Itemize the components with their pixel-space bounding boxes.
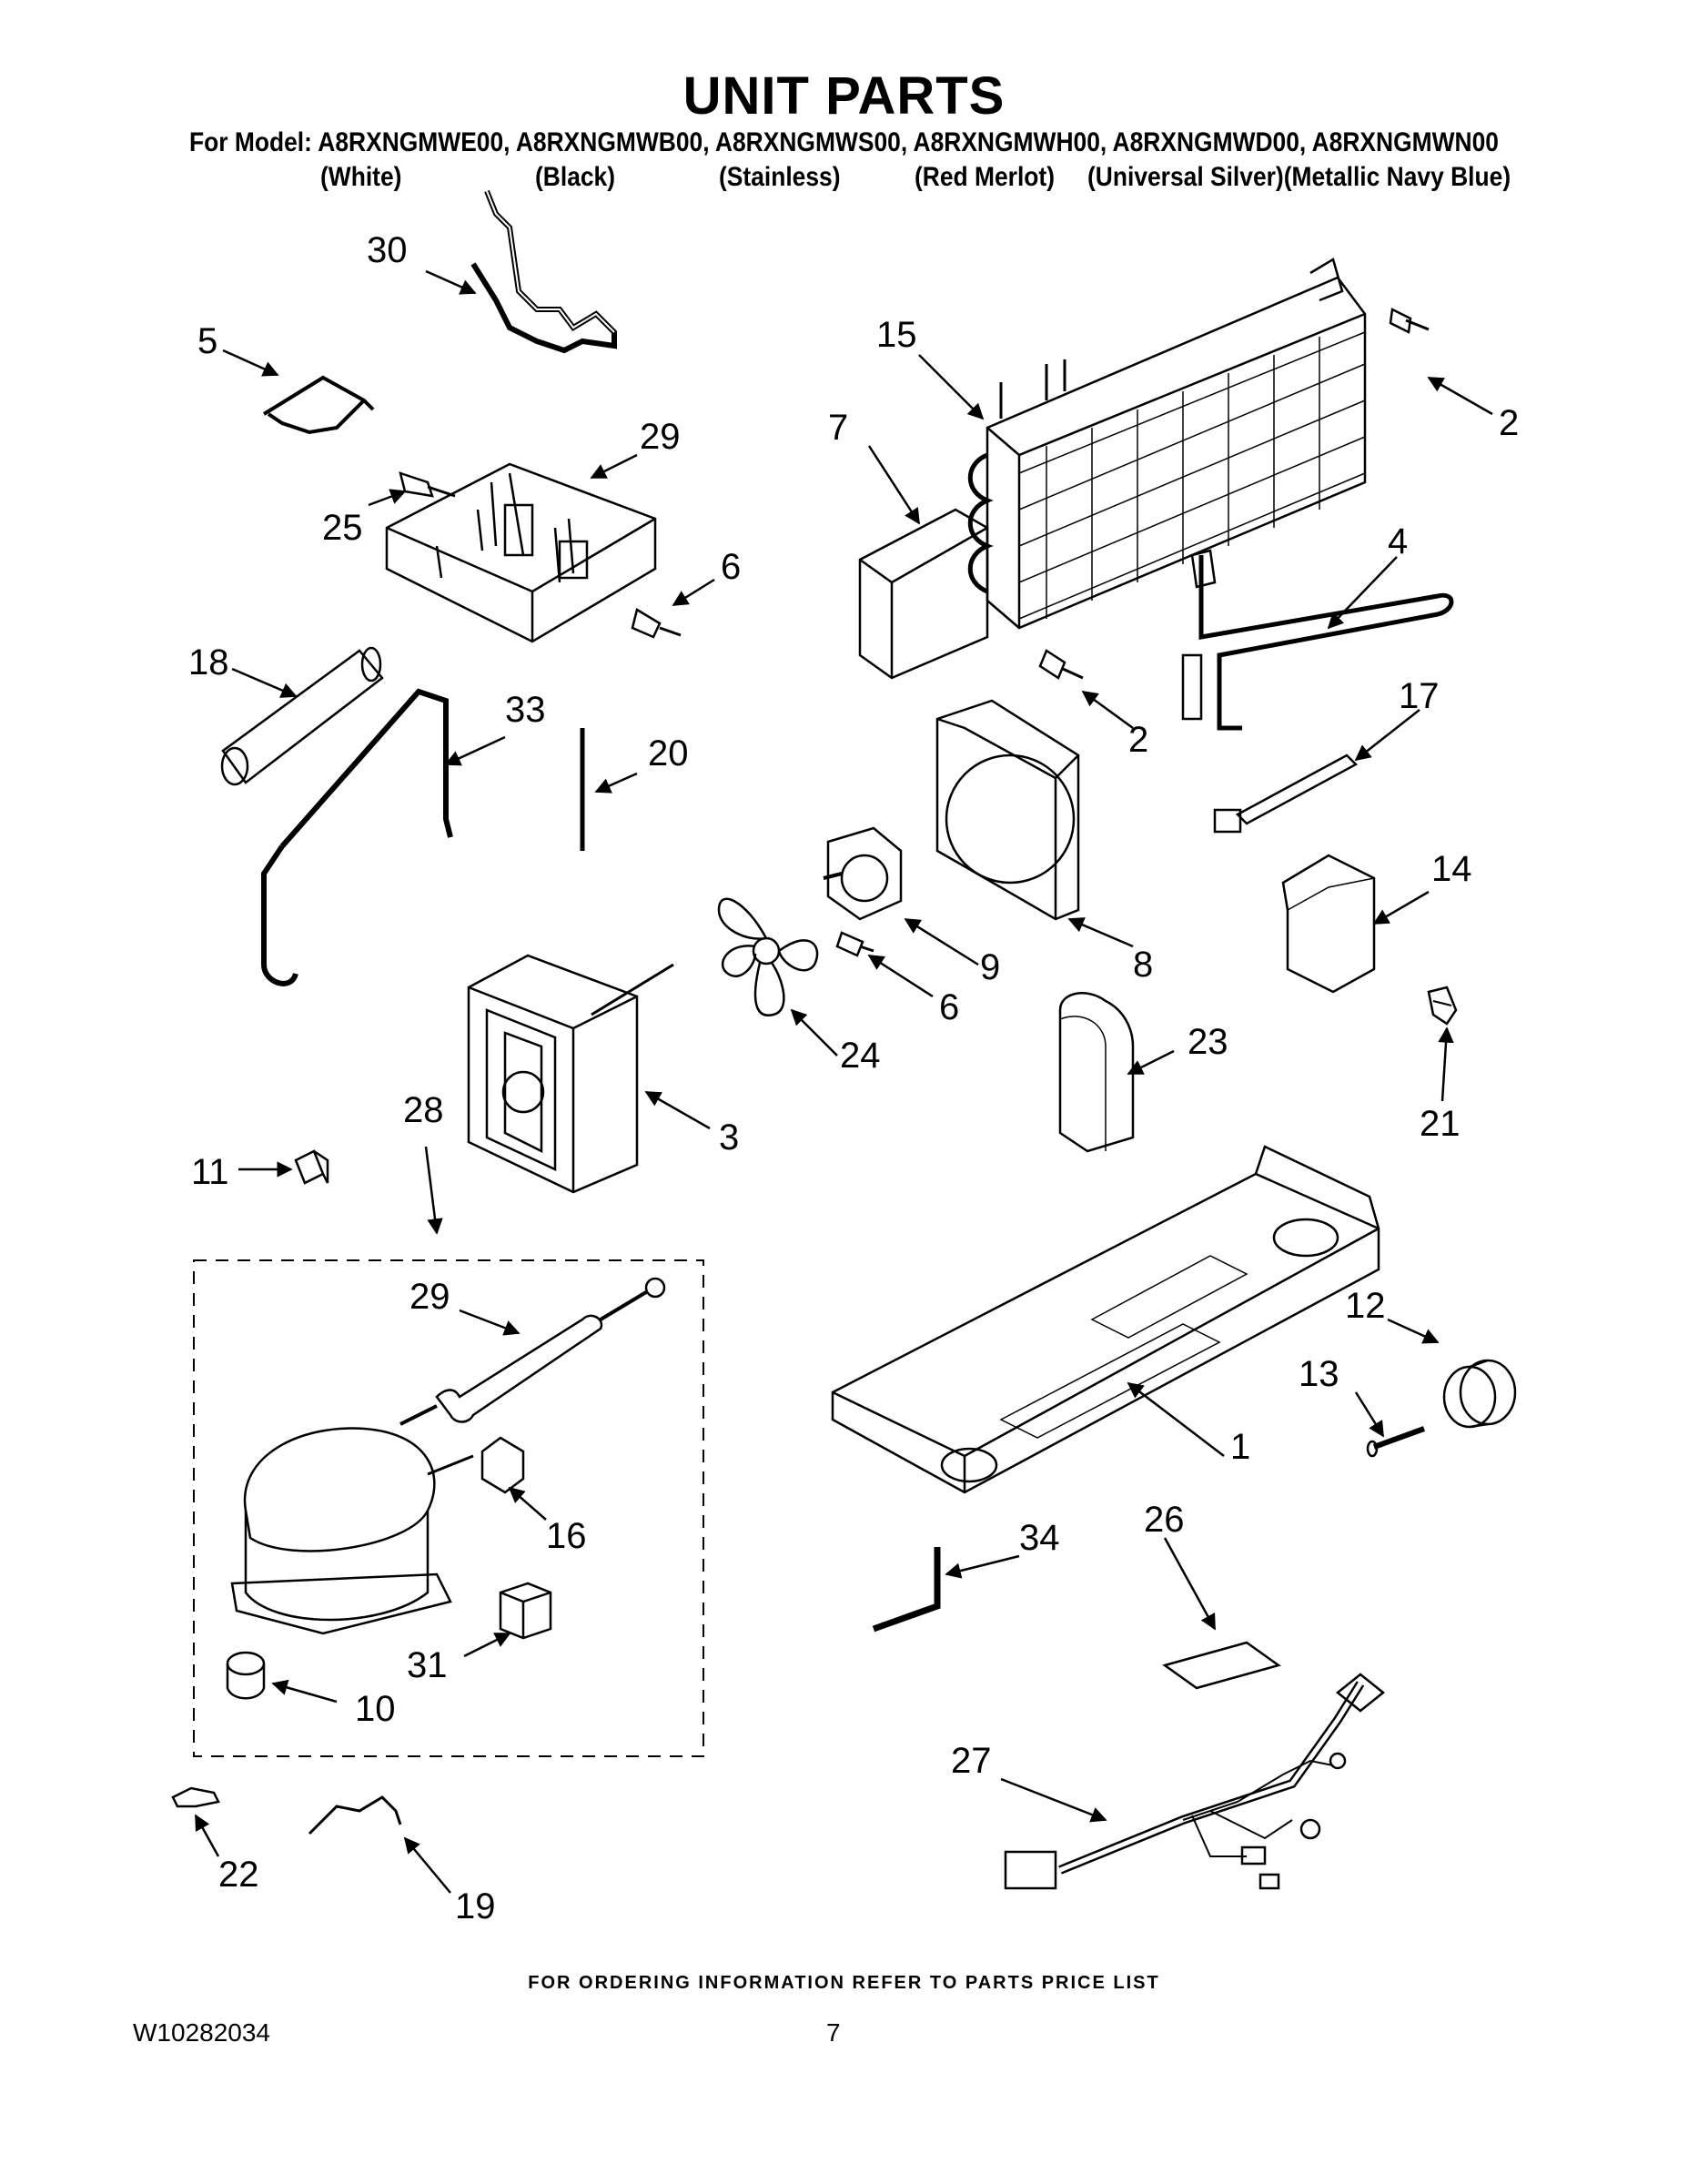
callout-18: 18 bbox=[188, 642, 229, 682]
callout-6-lower: 6 bbox=[939, 987, 960, 1027]
fan-motor-9-drawing bbox=[823, 826, 903, 921]
callout-3: 3 bbox=[719, 1117, 740, 1158]
clip-21-drawing bbox=[1427, 986, 1458, 1026]
fan-shroud-8-drawing bbox=[935, 699, 1080, 921]
ordering-info-note: FOR ORDERING INFORMATION REFER TO PARTS … bbox=[528, 1973, 1160, 1993]
callout-26: 26 bbox=[1144, 1500, 1185, 1540]
insulation-tube-18-drawing bbox=[220, 646, 384, 786]
model-color-stainless: (Stainless) bbox=[719, 162, 841, 192]
base-pan-1-drawing bbox=[831, 1145, 1380, 1494]
callout-2-upper: 2 bbox=[1499, 403, 1520, 443]
callout-10: 10 bbox=[355, 1689, 396, 1729]
tube-34-drawing bbox=[872, 1547, 941, 1633]
callout-25: 25 bbox=[322, 508, 363, 548]
overload-30-drawing bbox=[499, 1582, 552, 1640]
wire-19-drawing bbox=[308, 1795, 402, 1835]
page-number: 7 bbox=[826, 2018, 841, 2047]
tubing-33-drawing bbox=[470, 189, 617, 354]
callout-28: 28 bbox=[403, 1090, 444, 1130]
callout-15: 15 bbox=[876, 315, 917, 355]
callout-2-lower: 2 bbox=[1128, 720, 1149, 760]
control-box-32-drawing bbox=[385, 462, 657, 643]
compressor-drawing bbox=[230, 1427, 474, 1635]
grommet-10-drawing bbox=[226, 1651, 266, 1700]
callout-19: 19 bbox=[455, 1886, 496, 1926]
callout-14: 14 bbox=[1431, 849, 1472, 889]
roller-wheel-12-drawing bbox=[1442, 1359, 1517, 1429]
evaporator-coil-drawing bbox=[858, 258, 1367, 680]
model-line: For Model: A8RXNGMWE00, A8RXNGMWB00, A8R… bbox=[189, 127, 1499, 157]
screw-2-lower-drawing bbox=[1038, 649, 1084, 680]
foam-block-14-drawing bbox=[1281, 854, 1376, 994]
document-number: W10282034 bbox=[133, 2018, 271, 2047]
callout-7: 7 bbox=[828, 408, 849, 448]
wire-harness-27-drawing bbox=[1004, 1673, 1386, 1890]
callout-27: 27 bbox=[951, 1741, 992, 1781]
model-color-silver-navy: (Universal Silver)(Metallic Navy Blue) bbox=[1087, 162, 1511, 192]
callout-33: 30 bbox=[367, 230, 408, 270]
callout-12: 12 bbox=[1345, 1286, 1386, 1326]
callout-1: 1 bbox=[1230, 1427, 1251, 1467]
model-color-red-merlot: (Red Merlot) bbox=[915, 162, 1055, 192]
callout-6-upper: 6 bbox=[721, 547, 742, 587]
callout-23: 23 bbox=[1188, 1022, 1228, 1062]
callout-11: 11 bbox=[191, 1152, 229, 1192]
callout-32: 29 bbox=[640, 417, 681, 457]
cable-tie-17-drawing bbox=[1213, 753, 1359, 834]
condenser-3-drawing bbox=[467, 954, 674, 1194]
callout-5: 5 bbox=[197, 321, 218, 361]
screw-2-upper-drawing bbox=[1389, 308, 1430, 334]
screw-6-drawing bbox=[631, 608, 682, 639]
callout-4: 4 bbox=[1388, 521, 1409, 561]
model-color-white: (White) bbox=[320, 162, 402, 192]
callout-29: 29 bbox=[409, 1277, 450, 1317]
callout-22: 22 bbox=[218, 1855, 259, 1895]
callout-31: 33 bbox=[505, 690, 546, 730]
callout-21: 21 bbox=[1420, 1104, 1461, 1144]
drier-29-drawing bbox=[399, 1277, 666, 1426]
tube-31-drawing bbox=[261, 688, 453, 986]
callout-8: 8 bbox=[1133, 945, 1154, 985]
screw-6-motor-drawing bbox=[835, 931, 874, 957]
relay-16-drawing bbox=[480, 1436, 525, 1494]
clip-11-drawing bbox=[294, 1149, 329, 1185]
callout-13: 13 bbox=[1299, 1354, 1339, 1394]
label-26-drawing bbox=[1162, 1641, 1281, 1690]
callout-30: 31 bbox=[407, 1645, 448, 1685]
callout-17: 17 bbox=[1399, 676, 1440, 716]
page-title: UNIT PARTS bbox=[682, 66, 1006, 126]
defrost-heater-4-drawing bbox=[1181, 549, 1454, 731]
model-color-black: (Black) bbox=[535, 162, 616, 192]
callout-16: 16 bbox=[546, 1516, 587, 1556]
fan-blade-24-drawing bbox=[717, 897, 819, 1016]
callout-20: 20 bbox=[648, 733, 689, 774]
wire-clip-5-drawing bbox=[262, 375, 375, 435]
callout-9: 9 bbox=[980, 947, 1001, 987]
callout-34: 34 bbox=[1019, 1518, 1060, 1558]
compressor-kit-28-box bbox=[193, 1259, 704, 1757]
clip-22-drawing bbox=[171, 1786, 220, 1808]
axle-13-drawing bbox=[1366, 1426, 1426, 1458]
foam-pad-23-drawing bbox=[1058, 992, 1135, 1153]
leader-lines bbox=[194, 269, 1493, 1894]
callout-24: 24 bbox=[840, 1036, 881, 1076]
screw-25-drawing bbox=[399, 471, 456, 498]
